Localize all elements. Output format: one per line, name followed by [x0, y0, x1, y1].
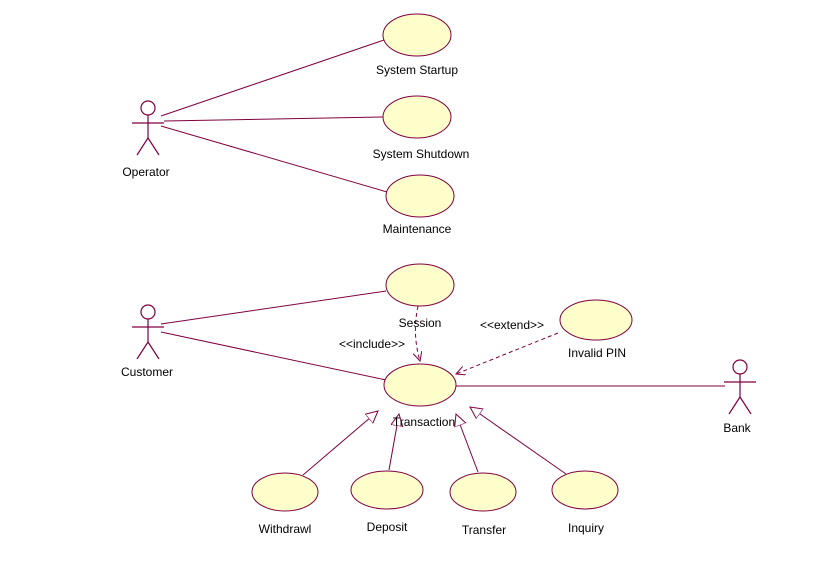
extend-edge-invalidpin-transaction [456, 332, 559, 374]
usecase-system-startup-ellipse [382, 13, 452, 57]
edge-customer-session [160, 290, 387, 325]
usecase-deposit-label: Deposit [367, 520, 408, 534]
actor-operator-right-leg [147, 137, 160, 156]
usecase-maintenance: Maintenance [383, 174, 455, 236]
actor-bank-right-leg [739, 396, 752, 415]
actor-customer: Customer [121, 304, 173, 379]
usecase-withdrawl-label: Withdrawl [259, 522, 312, 536]
edge-operator-system-shutdown [163, 116, 384, 122]
usecase-invalid-pin-ellipse [559, 299, 633, 341]
usecase-inquiry-ellipse [551, 470, 619, 510]
usecase-invalid-pin: Invalid PIN [559, 299, 633, 360]
actor-operator-label: Operator [122, 165, 169, 179]
include-stereotype-label: <<include>> [339, 337, 405, 351]
usecase-system-startup-label: System Startup [376, 63, 458, 77]
usecase-deposit-ellipse [350, 470, 424, 510]
generalization-deposit-transaction [388, 414, 399, 471]
extend-stereotype-label: <<extend>> [480, 318, 544, 332]
usecase-transaction-label: Transaction [393, 415, 455, 429]
usecase-transfer: Transfer [449, 472, 517, 537]
usecase-deposit: Deposit [350, 470, 424, 534]
usecase-transaction-ellipse [383, 363, 457, 407]
edge-operator-system-startup [160, 39, 385, 117]
usecase-withdrawl-ellipse [251, 472, 319, 512]
usecase-session-label: Session [399, 316, 442, 330]
actor-bank-head [732, 359, 748, 375]
include-edge-session-transaction [415, 305, 420, 361]
actor-operator-head [140, 100, 156, 116]
actor-operator-left-leg [136, 137, 149, 156]
usecase-session: Session [385, 263, 455, 330]
edge-operator-maintenance [160, 125, 388, 193]
usecase-transfer-label: Transfer [462, 523, 506, 537]
usecase-system-shutdown-label: System Shutdown [373, 147, 470, 161]
generalization-transfer-transaction [456, 414, 479, 473]
actor-operator: Operator [122, 100, 170, 179]
usecase-system-shutdown: System Shutdown [373, 95, 470, 161]
actor-customer-head [140, 304, 156, 320]
usecase-inquiry: Inquiry [551, 470, 619, 535]
usecase-system-shutdown-ellipse [382, 95, 452, 139]
edge-customer-transaction [160, 331, 387, 381]
usecase-inquiry-label: Inquiry [568, 521, 604, 535]
generalization-withdrawl-transaction [302, 411, 378, 476]
usecase-system-startup: System Startup [376, 13, 458, 77]
usecase-session-ellipse [385, 263, 455, 307]
usecase-invalid-pin-label: Invalid PIN [568, 346, 626, 360]
usecase-transfer-ellipse [449, 472, 517, 512]
generalization-inquiry-transaction [470, 407, 567, 475]
usecase-transaction: Transaction [383, 363, 457, 429]
usecase-maintenance-label: Maintenance [383, 222, 452, 236]
actor-customer-label: Customer [121, 365, 173, 379]
actor-customer-right-leg [147, 341, 160, 360]
actor-bank: Bank [723, 359, 756, 435]
usecase-maintenance-ellipse [385, 174, 455, 218]
usecase-withdrawl: Withdrawl [251, 472, 319, 536]
actor-customer-left-leg [136, 341, 149, 360]
diagram-edges [160, 39, 725, 476]
actor-bank-label: Bank [723, 421, 751, 435]
actor-bank-left-leg [728, 396, 741, 415]
